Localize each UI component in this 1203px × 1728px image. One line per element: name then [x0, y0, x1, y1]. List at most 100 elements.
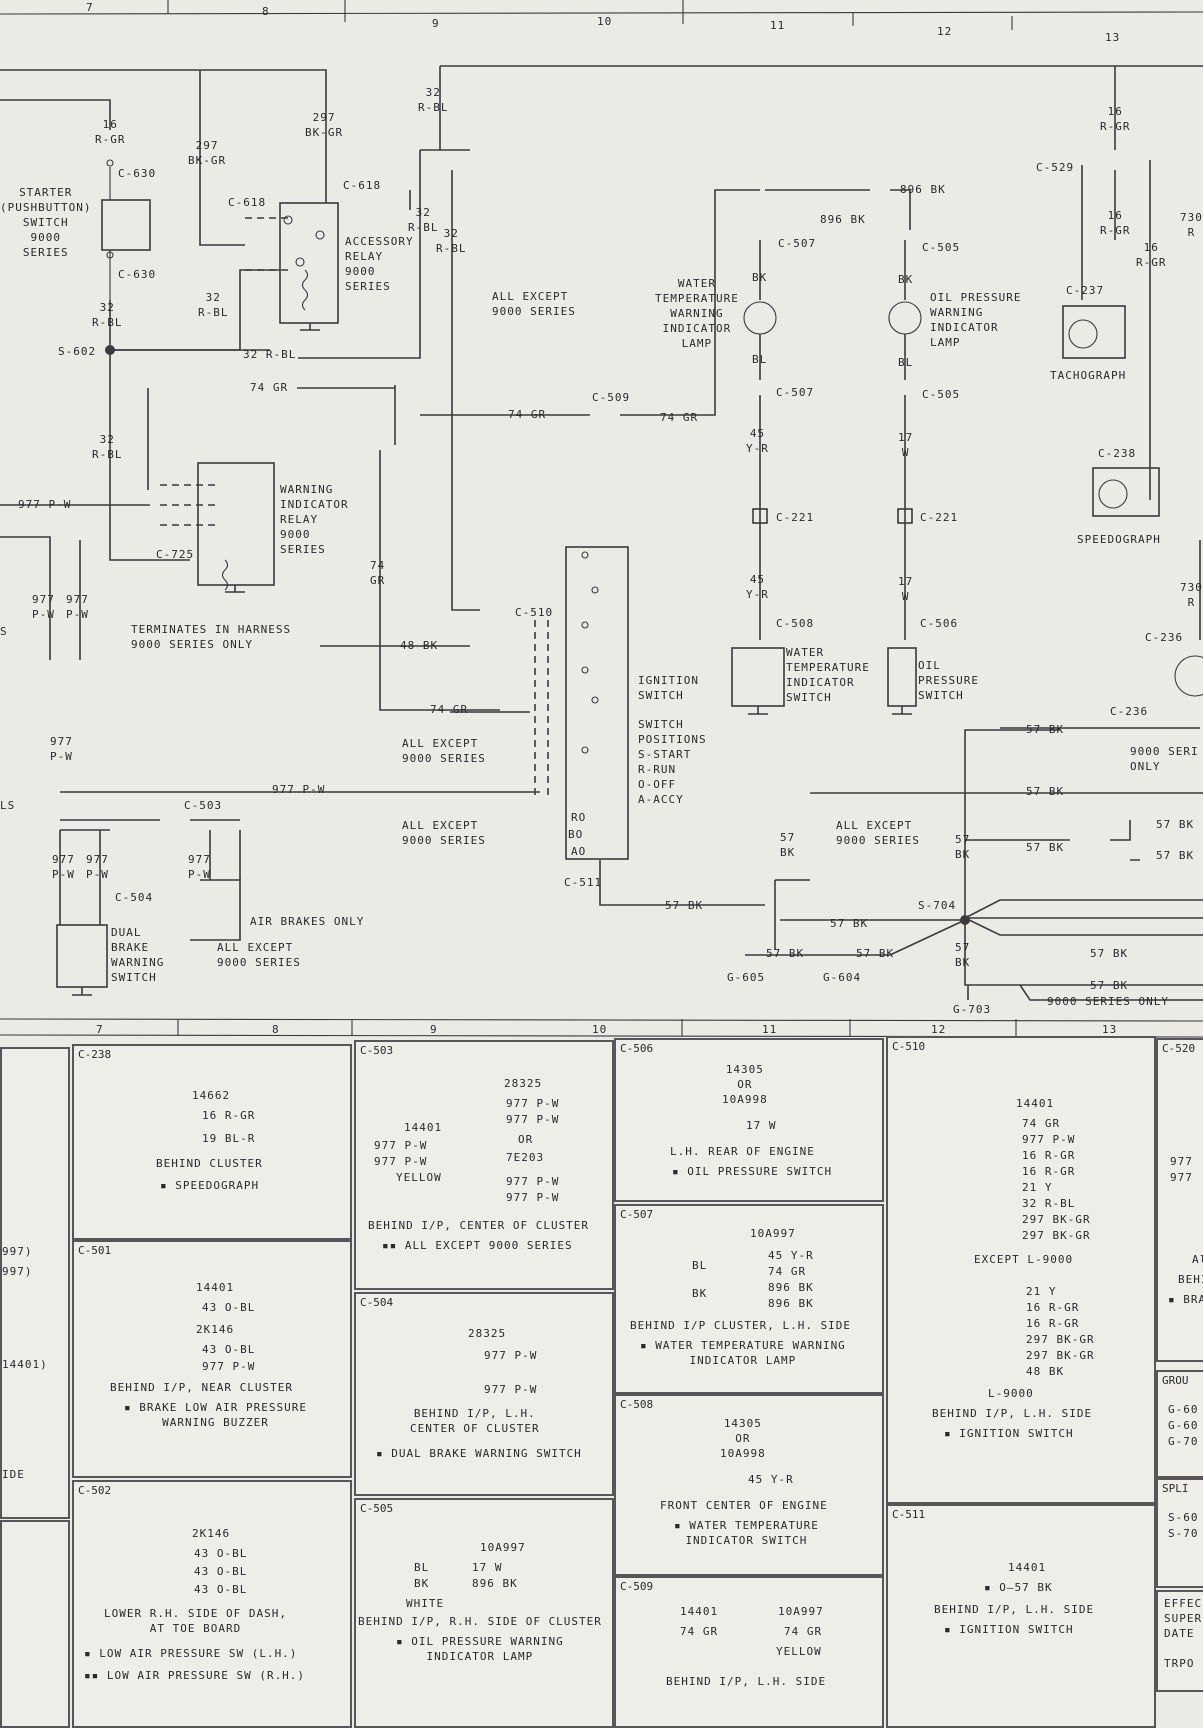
- c520-text-3: Al: [1192, 1253, 1203, 1266]
- panel-title: SPLI: [1162, 1482, 1189, 1495]
- connector-c725: C-725: [156, 548, 195, 561]
- panel-c238: C-238 14662 16 R-GR 19 BL-R BEHIND CLUST…: [72, 1044, 352, 1240]
- part-number: 2K146: [192, 1527, 231, 1540]
- terminal-a4: 16 R-GR: [1022, 1165, 1076, 1178]
- wire-32-rbl-c: 32 R-BL: [92, 433, 123, 461]
- terminal-a6: 32 R-BL: [1022, 1197, 1076, 1210]
- all-except-note-4: ALL EXCEPT 9000 SERIES: [836, 819, 920, 847]
- location: BEHIND I/P, L.H. CENTER OF CLUSTER: [410, 1407, 540, 1435]
- left-text-1: 997): [2, 1245, 33, 1258]
- connector-c505-b: C-505: [922, 388, 961, 401]
- or-text: OR: [518, 1133, 534, 1146]
- connector-c507-a: C-507: [778, 237, 817, 250]
- all-except-note-3: ALL EXCEPT 9000 SERIES: [402, 819, 486, 847]
- dual-brake-switch-label: DUAL BRAKE WARNING SWITCH: [111, 926, 165, 984]
- wire-74-gr-v: 74 GR: [370, 559, 386, 587]
- wire-57-bk-v3: 57 BK: [955, 941, 971, 969]
- usage: ▪ IGNITION SWITCH: [944, 1427, 1074, 1440]
- wire-17-w-b: 17 W: [898, 575, 914, 603]
- left-text-3: 14401): [2, 1358, 48, 1371]
- usage: ▪ SPEEDOGRAPH: [160, 1179, 260, 1192]
- panel-title: C-508: [620, 1398, 654, 1411]
- wire-57-bk-r9: 57 BK: [1090, 947, 1129, 960]
- wire-32-rbl-h: 32 R-BL: [243, 348, 297, 361]
- panel-title: C-510: [892, 1040, 926, 1053]
- part-number: 28325: [468, 1327, 507, 1340]
- connector-c511: C-511: [564, 876, 603, 889]
- panel-title: C-505: [360, 1502, 394, 1515]
- splice-s704: S-704: [918, 899, 957, 912]
- col-9-bottom: 9: [430, 1023, 438, 1036]
- wire-32-rbl-e: 32 R-BL: [408, 206, 439, 234]
- terminal-6: 977 P-W: [506, 1191, 560, 1204]
- usage: ▪ OIL PRESSURE WARNING INDICATOR LAMP: [396, 1635, 564, 1663]
- panel-title: C-509: [620, 1580, 654, 1593]
- water-temp-lamp-label: WATER TEMPERATURE WARNING INDICATOR LAMP: [655, 277, 739, 350]
- part-number-2: 14401: [404, 1121, 443, 1134]
- warning-relay-label: WARNING INDICATOR RELAY 9000 SERIES: [280, 483, 349, 556]
- panel-c509: C-509 14401 10A997 74 GR 74 GR YELLOW BE…: [614, 1576, 884, 1728]
- col-13: 13: [1105, 31, 1121, 44]
- location: BEHIND CLUSTER: [156, 1157, 263, 1170]
- wire-57-bk-r10: 57 BK: [1090, 979, 1129, 992]
- wire-730-b: 730 R: [1180, 581, 1203, 609]
- wire-57-bk-r3: 57 BK: [1026, 841, 1065, 854]
- part-number: 14305 OR 10A998: [722, 1063, 768, 1106]
- connector-c510: C-510: [515, 606, 554, 619]
- left-text-4: IDE: [2, 1468, 25, 1481]
- wire-57-bk-r7: 57 BK: [766, 947, 805, 960]
- wire-977-pw-a: 977 P-W: [18, 498, 72, 511]
- col-8: 8: [262, 5, 270, 18]
- wire-48-bk: 48 BK: [400, 639, 439, 652]
- wire-17-w-a: 17 W: [898, 431, 914, 459]
- oil-pressure-switch-label: OIL PRESSURE SWITCH: [918, 659, 979, 702]
- connector-c237: C-237: [1066, 284, 1105, 297]
- ground-g604: G-604: [823, 971, 862, 984]
- panel-title: C-503: [360, 1044, 394, 1057]
- terminal-4: 977 P-W: [374, 1155, 428, 1168]
- terminal-a2: 977 P-W: [1022, 1133, 1076, 1146]
- wire-74-gr-b: 74 GR: [508, 408, 547, 421]
- starter-switch-label: STARTER (PUSHBUTTON) SWITCH 9000 SERIES: [0, 186, 92, 259]
- wire-896-bk-a: 896 BK: [900, 183, 946, 196]
- part-number-3: 7E203: [506, 1151, 545, 1164]
- l9000-note: L-9000: [988, 1387, 1034, 1400]
- location: BEHIND I/P, CENTER OF CLUSTER: [368, 1219, 590, 1232]
- location: LOWER R.H. SIDE OF DASH, AT TOE BOARD: [104, 1607, 287, 1635]
- terminal-1: 977 P-W: [506, 1097, 560, 1110]
- panel-c505: C-505 10A997 BL BK 17 W 896 BK WHITE BEH…: [354, 1498, 614, 1728]
- wire-32-rbl-f: 32 R-BL: [436, 227, 467, 255]
- panel-ground: GROU G-60 G-60 G-70: [1156, 1370, 1203, 1478]
- c520-text-1: 977: [1170, 1155, 1193, 1168]
- col-13-bottom: 13: [1102, 1023, 1118, 1036]
- connector-c508: C-508: [776, 617, 815, 630]
- wire-74-gr-c: 74 GR: [660, 411, 699, 424]
- col-12-bottom: 12: [931, 1023, 947, 1036]
- location: BEHIND I/P, R.H. SIDE OF CLUSTER: [358, 1615, 602, 1628]
- ignition-ro: RO: [571, 811, 587, 824]
- part-number-1: 14401: [196, 1281, 235, 1294]
- terminal-5: 896 BK: [768, 1281, 814, 1294]
- terminal-1: 977 P-W: [484, 1349, 538, 1362]
- terminal-a3: 16 R-GR: [1022, 1149, 1076, 1162]
- location: BEHIND I/P, L.H. SIDE: [666, 1675, 827, 1688]
- wire-977-pw-h: 977 P-W: [188, 853, 211, 881]
- panel-left-partial: 997) 997) 14401) IDE: [0, 1047, 70, 1519]
- wire-45-yr-a: 45 Y-R: [746, 427, 769, 455]
- location: FRONT CENTER OF ENGINE: [660, 1499, 828, 1512]
- panel-title: C-506: [620, 1042, 654, 1055]
- wire-977-pw-e: 977 P-W: [50, 735, 73, 763]
- wire-bl-b: BL: [898, 356, 914, 369]
- terminal-2: BK: [692, 1287, 708, 1300]
- terminal-a7: 297 BK-GR: [1022, 1213, 1091, 1226]
- c520-text-2: 977: [1170, 1171, 1193, 1184]
- terminal-2: 977 P-W: [506, 1113, 560, 1126]
- terminal-5: 977 P-W: [506, 1175, 560, 1188]
- terminates-note: TERMINATES IN HARNESS 9000 SERIES ONLY: [131, 623, 292, 651]
- panel-effectivity: EFFEC SUPER DATE TRPO: [1156, 1590, 1203, 1692]
- wire-57-bk-v2: 57 BK: [955, 833, 971, 861]
- terminal-1: ▪ O—57 BK: [984, 1581, 1053, 1594]
- panel-c506: C-506 14305 OR 10A998 17 W L.H. REAR OF …: [614, 1038, 884, 1202]
- part-number: 14401: [1008, 1561, 1047, 1574]
- wire-57-bk-r6: 57 BK: [830, 917, 869, 930]
